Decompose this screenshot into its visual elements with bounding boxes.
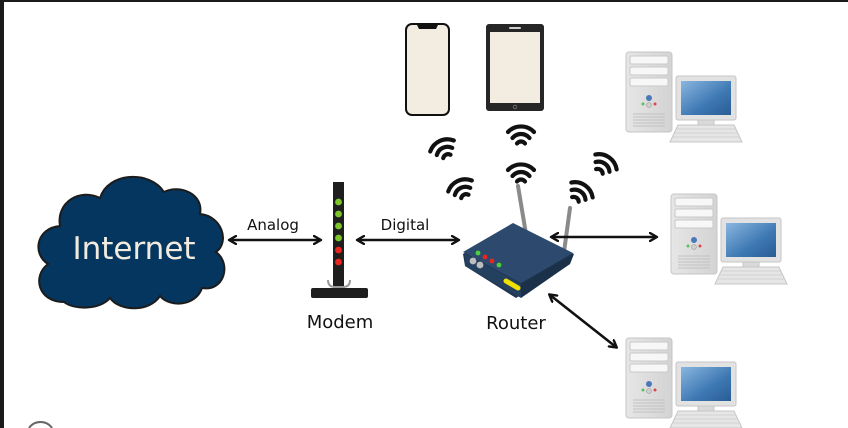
analog-label: Analog [247,216,299,234]
double-arrow-icon [550,295,616,347]
internet-cloud-node: Internet [37,176,226,310]
smartphone-icon [405,23,450,116]
digital-label: Digital [381,216,430,234]
tablet-node [486,24,544,111]
desktop-computer-icon [625,51,743,143]
router-node: Router [463,184,574,334]
wifi-icon [446,175,477,201]
smartphone-node [405,23,450,116]
wifi-icon [508,164,534,181]
wifi-icon [565,178,596,207]
wifi-icon [589,150,620,179]
router-icon [463,184,574,298]
modem-led-red [335,258,342,266]
pc-middle-node [670,193,788,285]
wifi-signals [428,126,620,206]
diagram-canvas: Internet Analog Modem Digital [4,2,848,428]
modem-led-green [335,222,342,230]
pc-top-node [625,51,743,143]
link-router-pc-bottom [550,295,616,347]
modem-icon [311,182,368,298]
modem-led-green [335,198,342,206]
tablet-icon [486,24,544,111]
link-internet-modem: Analog [230,216,320,240]
desktop-computer-icon [625,337,743,428]
modem-label: Modem [307,312,374,333]
desktop-computer-icon [670,193,788,285]
internet-cloud-icon [37,176,226,310]
pc-bottom-node [625,337,743,428]
modem-led-red [335,246,342,254]
wifi-icon [508,126,534,143]
modem-led-green [335,210,342,218]
internet-label: Internet [72,231,195,267]
partial-circle-icon [28,421,53,428]
router-label: Router [486,313,546,334]
network-diagram: Internet Analog Modem Digital [28,23,788,428]
modem-led-green [335,234,342,242]
wifi-icon [428,135,459,161]
link-modem-router: Digital [358,216,458,240]
modem-node: Modem [307,182,374,333]
